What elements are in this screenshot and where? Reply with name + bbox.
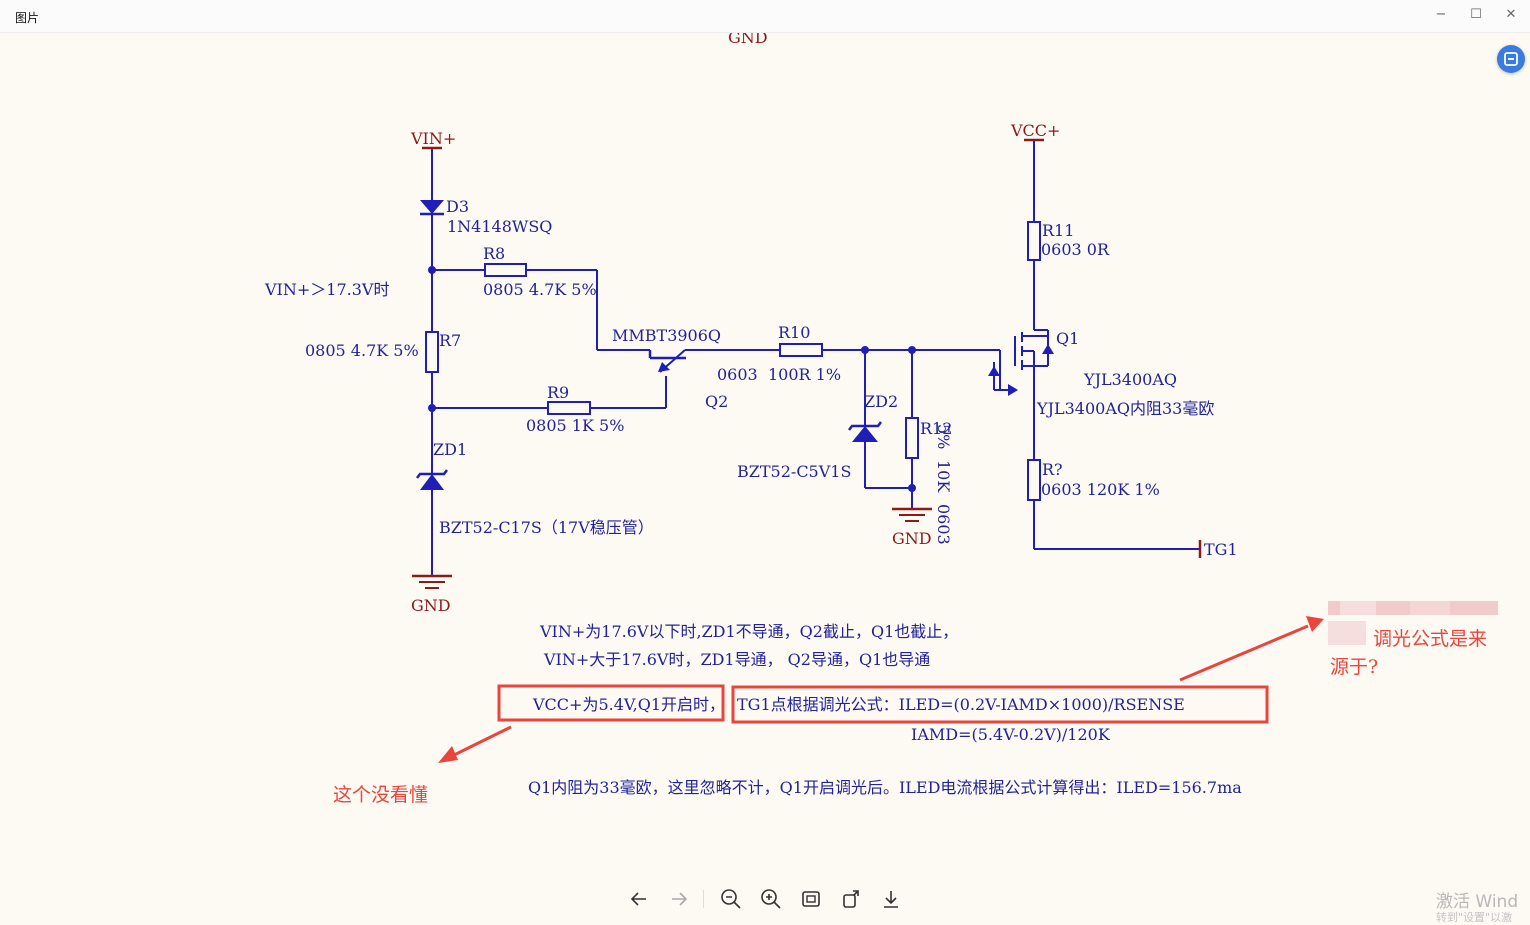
q1-note: YJL3400AQ内阻33毫欧 [1036, 399, 1214, 418]
note-vcc: VCC+为5.4V,Q1开启时， [532, 695, 725, 714]
r9-ref: R9 [547, 383, 569, 402]
minimize-button[interactable]: − [1435, 7, 1447, 22]
r12-value: 10K [934, 460, 953, 493]
r11-ref: R11 [1042, 221, 1074, 240]
net-gnd2: GND [892, 529, 932, 548]
net-vin: VIN+ [410, 129, 456, 148]
power-symbols [422, 138, 1202, 558]
note-q1-calc: Q1内阻为33毫欧，这里忽略不计，Q1开启调光后。ILED电流根据公式计算得出：… [528, 778, 1242, 797]
d3-ref: D3 [446, 197, 469, 216]
fit-screen-icon[interactable] [799, 887, 823, 911]
arrow-to-vcc-icon [438, 725, 512, 763]
close-button[interactable]: ✕ [1505, 7, 1517, 22]
d3-diode-symbol [420, 200, 444, 216]
zd2-zener-symbol [848, 421, 882, 442]
download-icon[interactable] [879, 887, 903, 911]
q1-ref: Q1 [1056, 329, 1079, 348]
net-gnd-top: GND [728, 33, 768, 47]
r7-value: 0805 4.7K 5% [305, 341, 419, 360]
wires [431, 140, 1200, 575]
net-gnd1: GND [411, 596, 451, 615]
r12-ref: R12 [920, 419, 952, 438]
junctions [428, 266, 916, 492]
r12-tol: 5% [934, 424, 953, 449]
zoom-in-icon[interactable] [759, 887, 783, 911]
r8-ref: R8 [483, 244, 505, 263]
note-iamd: IAMD=(5.4V-0.2V)/120K [911, 725, 1111, 744]
zd1-ref: ZD1 [433, 440, 467, 459]
q1-gate-diode-icon [988, 366, 1000, 376]
q1-part: YJL3400AQ [1083, 370, 1177, 389]
r9-resistor-symbol [547, 401, 591, 415]
r11-value: 0603 0R [1041, 240, 1110, 259]
rq-value: 0603 120K 1% [1041, 480, 1160, 499]
zoom-out-icon[interactable] [719, 887, 743, 911]
r12-resistor-symbol [905, 417, 919, 459]
zd2-part: BZT52-C5V1S [737, 462, 851, 481]
rq-resistor-symbol [1027, 459, 1041, 501]
d3-part: 1N4148WSQ [447, 217, 552, 236]
activation-watermark-sub: 转到"设置"以激 [1436, 911, 1513, 924]
r8-value: 0805 4.7K 5% [483, 280, 597, 299]
r10-resistor-symbol [779, 343, 823, 357]
zd1-part: BZT52-C17S（17V稳压管） [439, 518, 654, 537]
rotate-icon[interactable] [839, 887, 863, 911]
gnd2-symbol-icon [890, 507, 934, 523]
q1-gate-diode2-icon [1008, 384, 1018, 396]
note-line2: VIN+大于17.6V时，ZD1导通， Q2导通，Q1也导通 [543, 650, 930, 669]
q2-arrow-icon [658, 362, 670, 372]
window-title: 图片 [15, 11, 40, 25]
r10-value: 100R 1% [768, 365, 841, 384]
net-tg1: TG1 [1204, 540, 1238, 559]
note-tg1-formula: TG1点根据调光公式：ILED=(0.2V-IAMD×1000)/RSENSE [737, 695, 1185, 714]
scan-icon [1504, 52, 1518, 66]
q1-body-diode-icon [1042, 344, 1054, 354]
q1-mosfet-symbol [993, 329, 1049, 391]
net-vcc: VCC+ [1010, 121, 1060, 140]
maximize-button[interactable]: ☐ [1470, 7, 1482, 22]
next-icon[interactable] [667, 887, 691, 911]
extract-text-button[interactable] [1497, 45, 1525, 73]
blurred-region [1328, 601, 1498, 645]
q2-part: MMBT3906Q [612, 326, 721, 345]
gnd1-symbol-icon [410, 574, 454, 590]
vin-note: VIN+＞17.3V时 [264, 280, 389, 299]
r7-resistor-symbol [425, 331, 439, 373]
arrow-to-question-icon [1179, 616, 1324, 682]
viewer-toolbar: 激活 Wind 转到"设置"以激 [0, 873, 1530, 924]
r7-ref: R7 [439, 331, 461, 350]
rq-ref: R? [1042, 460, 1063, 479]
image-canvas: GND VIN+ VCC+ GND GND TG1 D3 1N4148WSQ R… [0, 28, 1530, 873]
q2-transistor-symbol [648, 350, 686, 360]
formula-highlight-box [731, 685, 1269, 724]
r9-value: 0805 1K 5% [526, 416, 624, 435]
r8-resistor-symbol [484, 263, 527, 277]
zd2-ref: ZD2 [864, 392, 898, 411]
previous-icon[interactable] [627, 887, 651, 911]
r12-pkg: 0603 [934, 504, 953, 545]
zd1-zener-symbol [416, 469, 448, 490]
annotation-not-understand: 这个没看懂 [333, 784, 428, 806]
schematic-image: GND VIN+ VCC+ GND GND TG1 D3 1N4148WSQ R… [264, 28, 1498, 806]
title-bar: 图片 − ☐ ✕ [0, 0, 1530, 33]
annotation-question-line1: 调光公式是来 [1373, 628, 1487, 650]
r10-ref: R10 [778, 323, 810, 342]
annotation-question-line2: 源于? [1330, 656, 1378, 678]
activation-watermark: 激活 Wind [1436, 892, 1519, 912]
note-line1: VIN+为17.6V以下时,ZD1不导通，Q2截止，Q1也截止， [539, 622, 958, 641]
r10-pkg: 0603 [717, 365, 758, 384]
toolbar-separator [703, 890, 704, 908]
q2-ref: Q2 [705, 392, 728, 411]
vcc-highlight-box [497, 684, 725, 722]
r11-resistor-symbol [1027, 221, 1041, 261]
